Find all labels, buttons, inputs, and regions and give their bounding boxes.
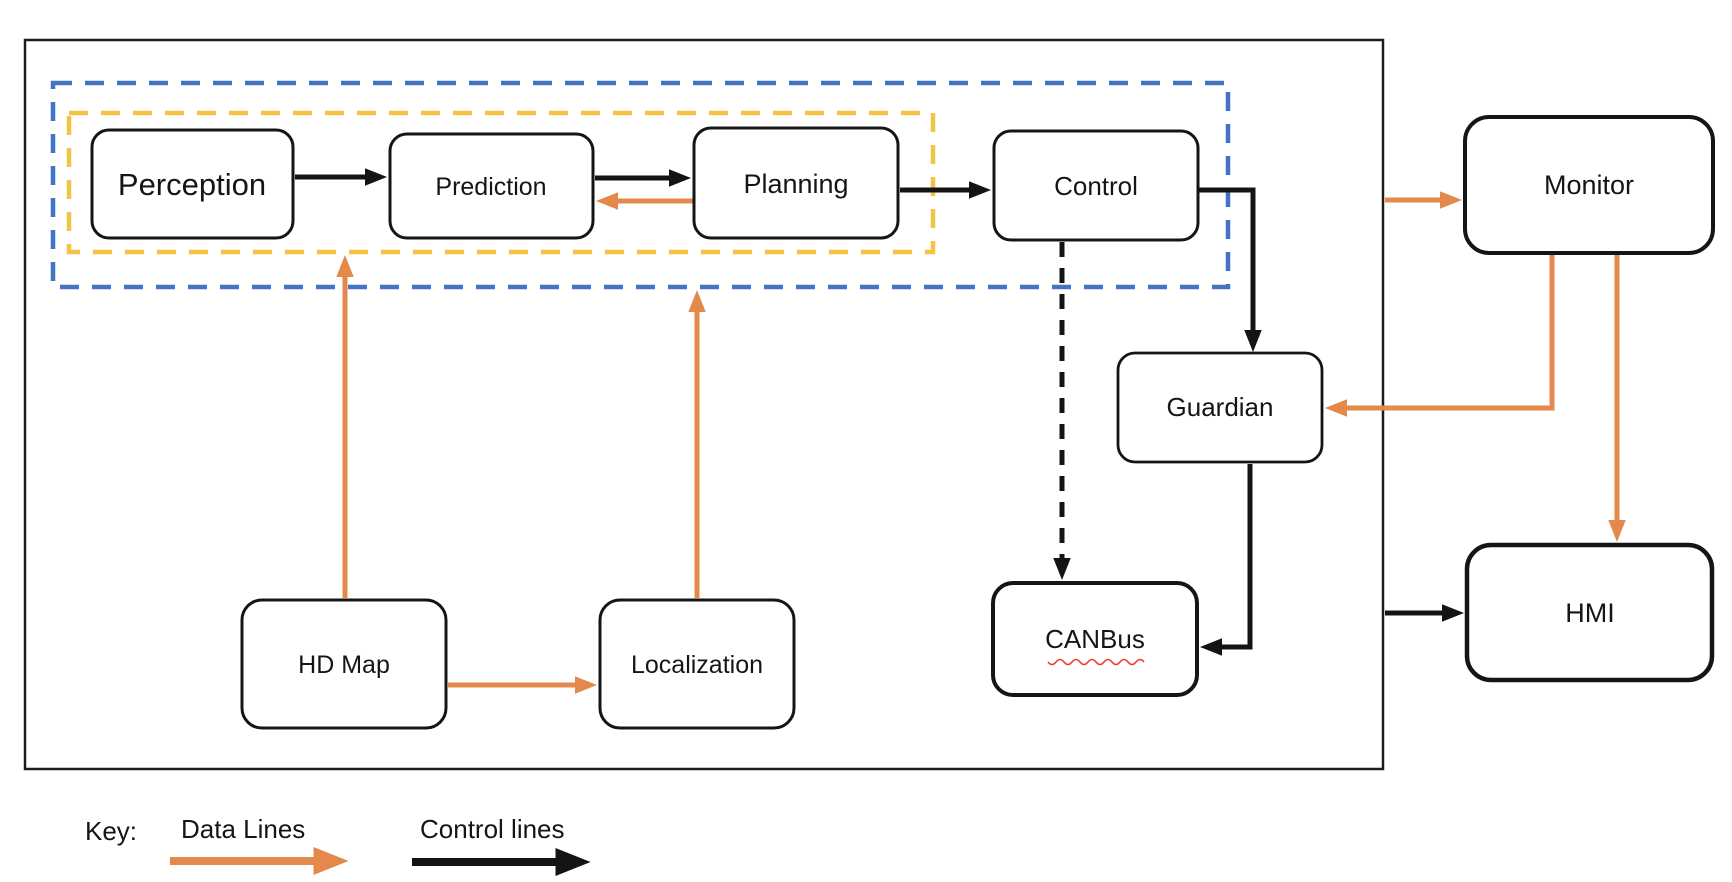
svg-text:Control: Control — [1054, 171, 1138, 201]
node-monitor: Monitor — [1463, 115, 1715, 255]
arrow-guardian-to-canbus — [1200, 464, 1253, 656]
svg-text:Localization: Localization — [631, 651, 763, 679]
svg-text:HMI: HMI — [1565, 598, 1615, 628]
svg-text:Planning: Planning — [743, 169, 848, 199]
svg-text:CANBus: CANBus — [1045, 624, 1145, 654]
node-localization: Localization — [598, 598, 796, 730]
node-control: Control — [992, 129, 1200, 242]
legend-key-label: Key: — [85, 816, 137, 846]
system-boundary — [23, 38, 1385, 771]
svg-text:Prediction: Prediction — [435, 173, 546, 201]
node-prediction: Prediction — [388, 132, 595, 240]
svg-text:Perception: Perception — [118, 167, 266, 202]
node-planning: Planning — [692, 126, 900, 240]
node-canbus: CANBus — [991, 581, 1199, 697]
inner-boundary-yellow — [66, 110, 936, 255]
arrow-monitor-to-guardian — [1325, 255, 1555, 417]
legend: Key: Data Lines Control lines — [85, 814, 591, 876]
svg-text:HD Map: HD Map — [298, 651, 390, 679]
node-hdmap: HD Map — [240, 598, 448, 730]
node-perception: Perception — [90, 128, 295, 240]
legend-control-lines-label: Control lines — [420, 814, 565, 844]
svg-text:Monitor: Monitor — [1544, 170, 1634, 200]
pipeline-boundary-blue — [50, 80, 1231, 290]
arrow-control-to-guardian — [1198, 187, 1262, 352]
node-guardian: Guardian — [1116, 351, 1324, 464]
svg-text:Guardian: Guardian — [1167, 392, 1274, 422]
legend-data-lines-label: Data Lines — [181, 814, 305, 844]
node-hmi: HMI — [1464, 542, 1715, 683]
spellcheck-squiggle — [1047, 658, 1145, 666]
